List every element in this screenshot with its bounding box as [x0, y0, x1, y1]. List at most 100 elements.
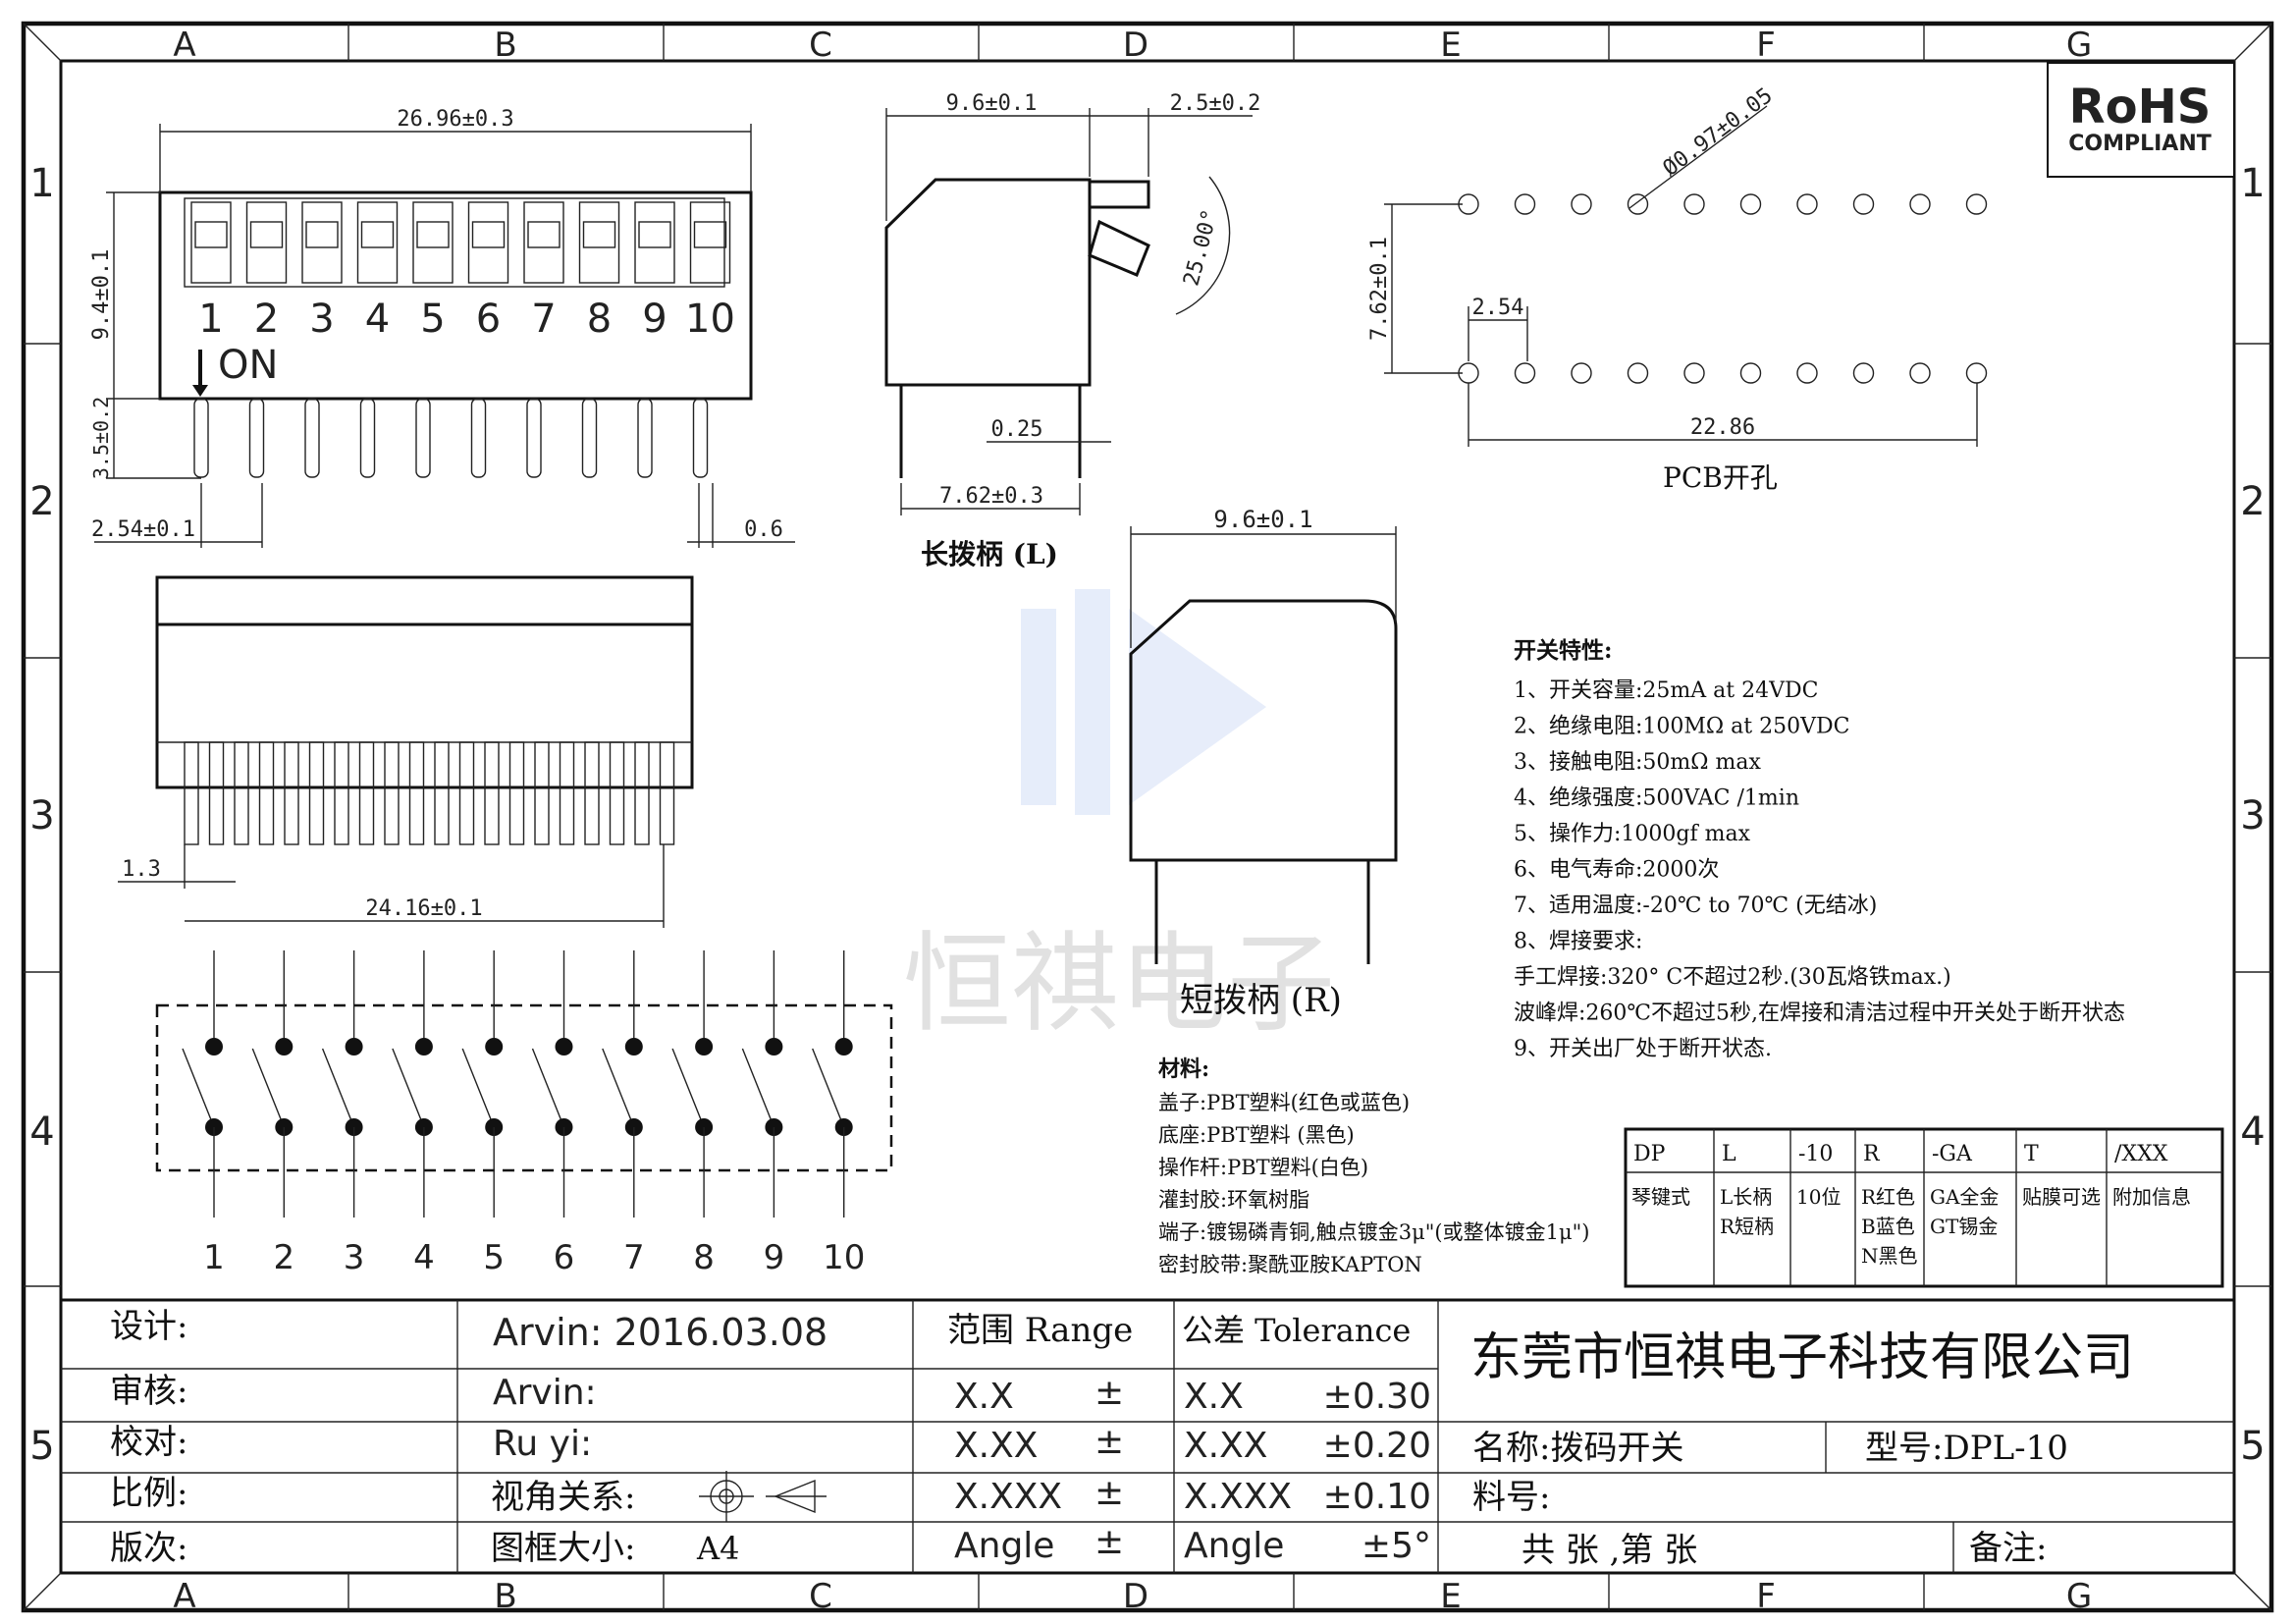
top-slider [634, 201, 675, 284]
schematic-contact-top [205, 1038, 223, 1056]
material-item: 盖子:PBT塑料(红色或蓝色) [1158, 1091, 1410, 1114]
schematic-switch-arm [461, 1048, 495, 1128]
code-header: R [1863, 1142, 1881, 1166]
part-code-table: DP琴键式LL长柄R短柄-1010位RR红色B蓝色N黑色-GAGA全金GT锡金T… [1624, 1127, 2224, 1288]
frame-row-right-3: 3 [2240, 793, 2265, 839]
top-slider-knob [471, 221, 506, 248]
frame-row-right-2: 2 [2240, 479, 2265, 524]
top-slider [467, 201, 509, 284]
material-item: 操作杆:PBT塑料(白色) [1158, 1156, 1368, 1179]
spec-item: 3、接触电阻:50mΩ max [1514, 750, 1761, 775]
range-pm: ± [1095, 1373, 1124, 1413]
top-slider-knob [638, 221, 671, 248]
top-pin [415, 398, 431, 478]
spec-item: 2、绝缘电阻:100MΩ at 250VDC [1514, 715, 1849, 739]
frame-col-bottom-G: G [2066, 1577, 2092, 1616]
schematic-number: 8 [693, 1238, 715, 1277]
pcb-hole [1683, 362, 1705, 384]
top-pin-length-dim: 3.5±0.2 [89, 397, 113, 479]
front-pin [234, 741, 249, 845]
frame-col-bottom-A: A [173, 1577, 195, 1616]
tolerance-value: ±0.10 [1323, 1477, 1431, 1517]
top-switch-number: 6 [476, 297, 501, 342]
top-slider-knob [194, 221, 228, 248]
model-label: 型号:DPL-10 [1865, 1429, 2068, 1468]
top-slider [190, 201, 232, 284]
frame-row-left-5: 5 [29, 1424, 54, 1469]
schematic-switch-arm [741, 1048, 775, 1128]
top-slider [245, 201, 288, 284]
front-pin [408, 741, 425, 845]
schematic-switch-arm [392, 1048, 425, 1128]
frame-row-right-5: 5 [2240, 1424, 2265, 1469]
rohs-title: RoHS [2069, 80, 2212, 135]
front-pin [634, 741, 650, 845]
schematic-switch-arm [602, 1048, 635, 1128]
top-switch-number: 8 [587, 297, 612, 342]
pcb-hole [1571, 193, 1592, 215]
frame-size: A4 [696, 1530, 739, 1567]
front-width-dim: 24.16±0.1 [365, 896, 482, 921]
schematic-switch-arm [182, 1048, 215, 1128]
schematic-switch-arm [812, 1048, 845, 1128]
schematic-number: 5 [483, 1238, 505, 1277]
code-header: /XXX [2114, 1142, 2168, 1166]
front-pin [508, 741, 525, 845]
code-value: R短柄 [1720, 1215, 1774, 1238]
code-value: N黑色 [1861, 1244, 1918, 1268]
top-slider [412, 201, 454, 284]
range-cell: X.XX [954, 1426, 1038, 1466]
schematic-number: 6 [554, 1238, 575, 1277]
pcb-total-dim: 22.86 [1690, 415, 1755, 440]
code-header: -GA [1932, 1142, 1973, 1166]
schematic-contact-top [834, 1038, 853, 1056]
frame-col-bottom-C: C [809, 1577, 832, 1616]
spec-item: 4、绝缘强度:500VAC /1min [1514, 786, 1799, 811]
front-pin [434, 741, 450, 845]
tolerance-value: ±0.30 [1323, 1377, 1431, 1417]
frame-row-left-1: 1 [29, 161, 54, 206]
pcb-hole [1739, 193, 1762, 215]
long-pin-thickness-dim: 0.25 [991, 417, 1043, 442]
code-value: R红色 [1861, 1185, 1915, 1209]
long-caption: 长拨柄 (L) [921, 538, 1058, 570]
schematic-contact-top [624, 1038, 643, 1056]
front-pin [334, 741, 349, 845]
schematic-contact-top [275, 1038, 294, 1056]
title-block-label: 设计: [110, 1307, 187, 1346]
top-switch-number: 3 [309, 297, 334, 342]
materials-title: 材料: [1158, 1056, 1209, 1082]
pcb-hole [1852, 193, 1875, 215]
pcb-row-dim: 7.62±0.1 [1367, 237, 1392, 341]
top-switch-number: 10 [685, 297, 735, 342]
spec-item: 波峰焊:260℃不超过5秒,在焊接和清洁过程中开关处于断开状态 [1514, 1001, 2125, 1026]
frame-col-top-E: E [1440, 26, 1461, 65]
spec-item: 8、焊接要求: [1514, 930, 1642, 954]
frame-row-right-1: 1 [2240, 161, 2265, 206]
title-block: 设计:审核:校对:比例:版次: Arvin: 2016.03.08 Arvin:… [61, 1298, 2234, 1573]
top-pin-width-dim: 0.6 [744, 517, 783, 542]
top-slider [578, 201, 620, 284]
top-pin [304, 398, 320, 478]
top-slider-knob [416, 221, 450, 248]
frame-label: 图框大小: [491, 1529, 635, 1568]
spec-item: 5、操作力:1000gf max [1514, 822, 1751, 846]
remark-label: 备注: [1969, 1529, 2047, 1568]
materials: 材料: 盖子:PBT塑料(红色或蓝色)底座:PBT塑料 (黑色)操作杆:PBT塑… [1158, 1056, 1589, 1276]
frame-col-bottom-E: E [1440, 1577, 1461, 1616]
schematic-number: 2 [273, 1238, 294, 1277]
frame-col-bottom-B: B [494, 1577, 516, 1616]
schematic-switch-arm [251, 1048, 285, 1128]
top-slider-knob [693, 221, 727, 248]
frame-col-bottom-D: D [1123, 1577, 1148, 1616]
long-angle-dim: 25.00° [1179, 207, 1223, 289]
material-item: 灌封胶:环氧树脂 [1158, 1188, 1309, 1212]
pcb-hole [1514, 362, 1536, 384]
frame-col-top-A: A [173, 26, 195, 65]
company-name: 东莞市恒祺电子科技有限公司 [1470, 1328, 2134, 1387]
rohs-badge: RoHS COMPLIANT [2047, 62, 2235, 178]
material-no-label: 料号: [1472, 1478, 1550, 1517]
top-switch-number: 4 [365, 297, 390, 342]
